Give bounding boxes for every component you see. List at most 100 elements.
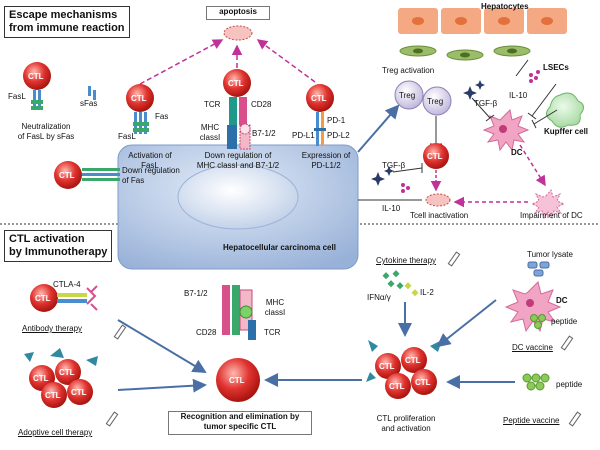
b7-bottom-label: B7-1/2: [184, 289, 208, 298]
tcr-bottom-label: TCR: [264, 328, 281, 337]
peptide-label: peptide: [551, 317, 578, 326]
dc-label: DC: [511, 148, 523, 157]
kupffer-label: Kupffer cell: [544, 127, 589, 136]
mhc-bottom-label: MHC classI: [264, 298, 286, 317]
arrow-dc-impairment: [519, 144, 546, 187]
dc-vaccine-label: DC vaccine: [512, 343, 553, 352]
ctl-label: CTL: [59, 171, 75, 180]
apoptosis-cell: [223, 25, 253, 41]
proliferation-label: CTL proliferation and activation: [376, 414, 436, 433]
tcr-cd28-mhc-complex: [227, 97, 251, 150]
mhc-label: MHC classI: [199, 123, 221, 142]
lsec-row: [399, 45, 531, 61]
downreg-mhc-label: Down regulation of MHC classI and B7-1/2: [196, 151, 280, 170]
ctl-panel-title: CTL activation by Immunotherapy: [4, 230, 113, 262]
proliferation-ctl-cluster: [366, 340, 442, 399]
ctl-cell-tcr: [223, 69, 251, 97]
ctl-title-line1: CTL activation: [9, 233, 85, 245]
arrow-pd-apoptosis: [256, 39, 316, 83]
ctl-title-line2: by Immunotherapy: [9, 246, 108, 258]
tgfb-inhibition: [392, 167, 423, 173]
pd1-label: PD-1: [327, 116, 346, 125]
fasl-label-2: FasL: [118, 132, 136, 141]
escape-title-line1: Escape mechanisms: [9, 9, 118, 21]
kupffer-cell: [546, 92, 584, 128]
ctl-label: CTL: [415, 378, 431, 387]
ctl-cell-inactivation: [423, 143, 449, 169]
apoptosis-label: apoptosis: [206, 6, 270, 20]
syringe-icon-cytokine: [447, 251, 461, 267]
impairment-dc-label: Impairment of DC: [520, 211, 583, 220]
expression-pdl-label: Expression of PD-L1/2: [301, 151, 351, 170]
ctl-cell-downreg-fas: [54, 161, 82, 189]
ctl-label: CTL: [28, 72, 44, 81]
ctl-label: CTL: [71, 388, 87, 397]
dc-peptide-dots: [530, 314, 546, 329]
sfas-label: sFas: [80, 99, 98, 108]
pdl2-label: PD-L2: [327, 131, 350, 140]
treg-label-2: Treg: [427, 97, 444, 106]
il10-dots-mid: [401, 183, 410, 193]
ctl-cell-central: [216, 358, 260, 402]
pd1-pdl-pair: [314, 112, 326, 146]
il10-dots-top: [529, 70, 540, 83]
il10-top-label: IL-10: [509, 91, 528, 100]
treg-label: Treg: [399, 91, 416, 100]
arrow-fas-apoptosis: [139, 39, 224, 85]
fasl-label: FasL: [8, 92, 26, 101]
ifn-label: IFNα/γ: [367, 293, 391, 302]
ctl-label: CTL: [35, 294, 51, 303]
hcc-label: Hepatocellular carcinoma cell: [223, 243, 336, 252]
ctl-label: CTL: [45, 391, 61, 400]
tcr-label: TCR: [204, 100, 221, 109]
tgfb-mid-label: TGF-β: [382, 161, 406, 170]
arrow-treg-activation: [357, 104, 400, 153]
peptide-label-2: peptide: [556, 380, 583, 389]
inactivated-tcell: [425, 193, 451, 207]
ctl-cell-pd1: [306, 84, 334, 112]
antibody-therapy-label: Antibody therapy: [22, 324, 83, 333]
treg-activation-label: Treg activation: [382, 66, 435, 75]
recognition-label: Recognition and elimination by tumor spe…: [168, 411, 312, 435]
syringe-icon-dc: [560, 335, 574, 351]
tcell-inactivation-label: Tcell inactivation: [410, 211, 469, 220]
ctl-cell-antibody: [30, 284, 58, 312]
treg-cell-1: [394, 80, 424, 110]
adoptive-ctl-cluster: [24, 348, 98, 408]
fas-downreg-receptor: [82, 168, 120, 181]
syringe-icon-peptide: [568, 411, 582, 427]
hcc-nucleus: [177, 164, 299, 230]
cd28-label: CD28: [251, 100, 272, 109]
ctl-label: CTL: [131, 94, 147, 103]
syringe-icon-adoptive: [105, 411, 119, 427]
il2-label: IL-2: [420, 288, 434, 297]
ifn-molecules: [382, 270, 404, 290]
ctl-label: CTL: [59, 368, 75, 377]
fasl-receptor-neutralization: [31, 90, 43, 110]
downreg-fas-label: Down regulation of Fas: [122, 166, 180, 185]
hepatocyte-row: [398, 8, 567, 34]
ctl-label: CTL: [33, 374, 49, 383]
cd28-bottom-label: CD28: [196, 328, 217, 337]
dc-bottom-label: DC: [556, 296, 568, 305]
sfas-molecule: [88, 86, 96, 100]
adoptive-therapy-label: Adoptive cell therapy: [18, 428, 93, 437]
ctl-cell-fas: [126, 84, 154, 112]
ctl-label: CTL: [427, 152, 443, 161]
arrow-antibody-ctl: [117, 319, 207, 374]
hepatocytes-label: Hepatocytes: [481, 2, 529, 11]
ctl-cell-neutralization: [23, 62, 51, 90]
tgfb-sparkles-top: [463, 80, 485, 100]
dc-nucleus: [499, 125, 507, 133]
fas-fasl-pair: [133, 112, 149, 134]
ctl-label: CTL: [405, 356, 421, 365]
b7-label: B7-1/2: [252, 129, 276, 138]
arrow-adoptive-ctl: [117, 378, 207, 393]
fas-label: Fas: [155, 112, 169, 121]
activation-fasl-label: Activation of FasL: [128, 151, 172, 170]
neutralization-label: Neutralization of FasL by sFas: [17, 122, 75, 141]
escape-panel-title: Escape mechanisms from immune reaction: [4, 6, 130, 38]
arrow-dc-proliferation: [436, 299, 497, 348]
ctl-label: CTL: [389, 382, 405, 391]
